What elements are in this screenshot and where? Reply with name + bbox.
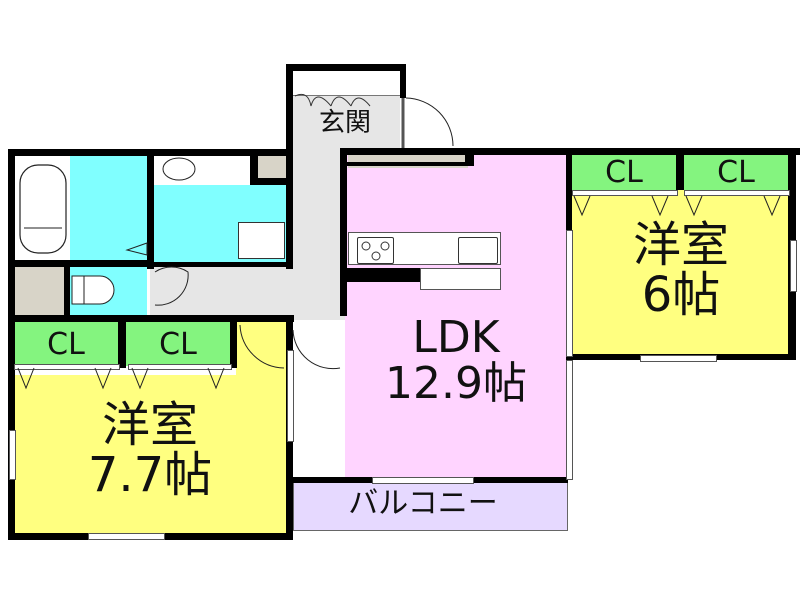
bedroom-west-name: 洋室: [101, 397, 198, 453]
bedroom-east-name: 洋室: [632, 217, 729, 273]
wall: [250, 178, 290, 185]
entrance-top-step: [293, 70, 400, 96]
bedroom-east[interactable]: [572, 190, 790, 355]
closet-label: CL: [717, 155, 755, 190]
closet-door: [14, 364, 120, 370]
wall: [250, 149, 258, 185]
closet-door: [684, 190, 790, 196]
entrance-label: 玄関: [318, 108, 371, 138]
window: [566, 230, 573, 357]
wall: [345, 268, 420, 282]
ldk-room[interactable]: [345, 155, 567, 480]
wall: [400, 64, 406, 98]
window: [640, 355, 717, 362]
wall: [465, 148, 474, 162]
window: [287, 350, 294, 442]
wall: [340, 148, 347, 316]
closet-door: [128, 364, 232, 370]
bedroom-west[interactable]: [14, 375, 286, 533]
wall: [676, 148, 684, 190]
closet-label: CL: [159, 326, 197, 362]
ldk-size: 12.9帖: [385, 358, 527, 410]
wall: [230, 320, 237, 368]
bedroom-east-size: 6帖: [641, 267, 721, 324]
stove-icon: [357, 237, 394, 264]
wall: [64, 260, 70, 318]
balcony-label: バルコニー: [348, 486, 498, 521]
closet-label: CL: [47, 326, 85, 362]
closet-east-1[interactable]: CL: [572, 155, 676, 190]
wall: [147, 149, 154, 269]
closet-west-2[interactable]: CL: [126, 322, 230, 366]
wall: [8, 149, 15, 539]
wall: [566, 148, 572, 230]
window: [88, 533, 165, 540]
wall: [286, 64, 293, 269]
bath-room[interactable]: [70, 156, 147, 260]
window: [566, 360, 573, 480]
bedroom-west-label: 洋室 7.7帖: [14, 400, 286, 501]
ldk-name: LDK: [412, 312, 500, 363]
wall: [286, 64, 406, 71]
window: [372, 477, 474, 484]
ldk-label: LDK 12.9帖: [345, 312, 567, 410]
kitchen-sink: [458, 237, 498, 264]
wall: [150, 262, 290, 267]
kitchen-lower-counter: [420, 268, 501, 290]
washing-machine: [238, 222, 285, 259]
wall: [118, 320, 126, 368]
closet-label: CL: [605, 155, 643, 190]
balcony[interactable]: [293, 483, 568, 531]
wall: [345, 162, 474, 166]
closet-east-2[interactable]: CL: [684, 155, 788, 190]
storage-bottom-left: [14, 267, 64, 317]
wall: [14, 315, 294, 322]
storage-small: [257, 156, 288, 178]
bedroom-west-size: 7.7帖: [87, 447, 213, 504]
closet-west-1[interactable]: CL: [14, 322, 118, 366]
closet-door: [572, 190, 678, 196]
bedroom-east-label: 洋室 6帖: [572, 220, 790, 321]
window: [790, 240, 797, 292]
window: [9, 430, 16, 480]
wall: [14, 260, 154, 267]
